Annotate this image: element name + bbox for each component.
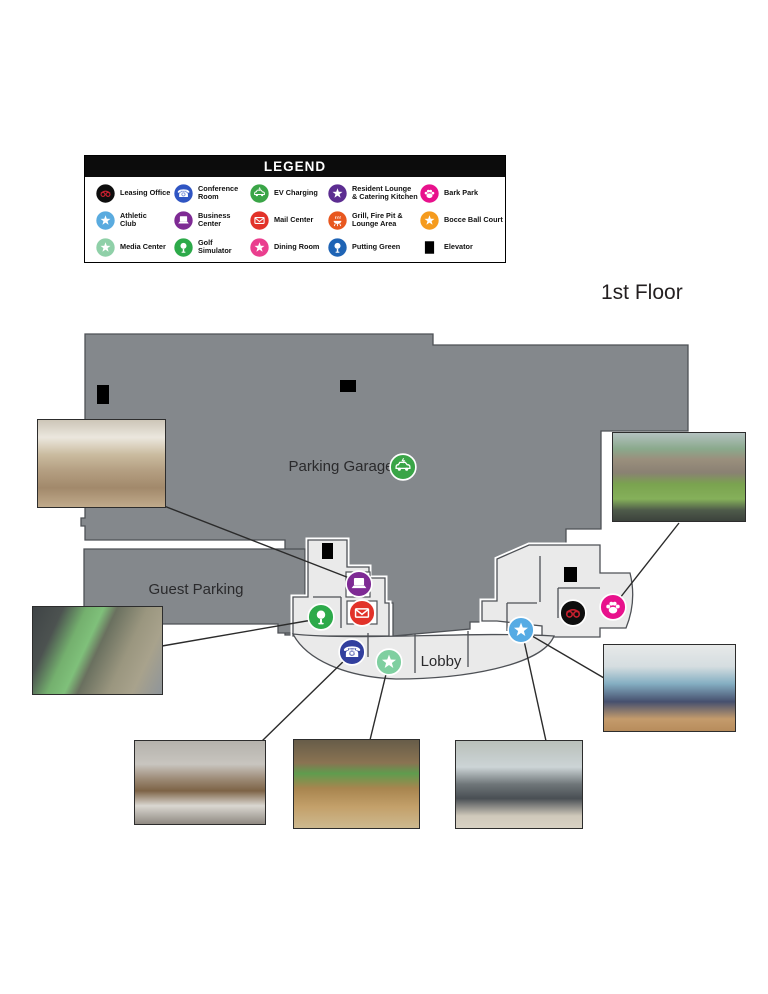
legend-item-label: Bark Park	[444, 187, 479, 197]
legend-item-label: Mail Center	[274, 214, 314, 224]
legend-item-elevator: Elevator	[419, 236, 473, 258]
legend-item-label: Putting Green	[352, 241, 401, 251]
legend-item-bark-park: Bark Park	[419, 182, 478, 204]
leasing-office-icon	[96, 183, 115, 203]
svg-text:☎: ☎	[177, 188, 190, 200]
photo-athletic-club[interactable]	[455, 740, 583, 829]
legend-item-label: EV Charging	[274, 187, 318, 197]
legend-item-mail-center: Mail Center	[249, 209, 313, 231]
photo-conference-room[interactable]	[134, 740, 266, 825]
legend-title: LEGEND	[85, 156, 505, 177]
legend-item-business-center: Business Center	[173, 209, 230, 231]
amenity-markers: ☎	[307, 453, 627, 676]
ev-charging-icon	[250, 183, 269, 203]
connector-line	[369, 665, 389, 741]
legend-item-ev-charging: EV Charging	[249, 182, 318, 204]
bocce-ball-icon	[420, 210, 439, 230]
marker-athletic-club[interactable]	[507, 616, 535, 644]
legend-item-grill-firepit: Grill, Fire Pit & Lounge Area	[327, 209, 403, 231]
connector-line	[526, 632, 605, 679]
grill-firepit-icon	[328, 210, 347, 230]
legend-item-bocce-ball: Bocce Ball Court	[419, 209, 503, 231]
legend-item-media-center: Media Center	[95, 236, 166, 258]
legend-item-leasing-office: Leasing Office	[95, 182, 170, 204]
legend-item-label: Leasing Office	[120, 187, 171, 197]
legend-item-label: Golf Simulator	[198, 237, 232, 255]
marker-ev-charging[interactable]	[389, 453, 417, 481]
marker-media-center[interactable]	[375, 648, 403, 676]
svg-text:☎: ☎	[343, 644, 361, 661]
photo-golf-simulator[interactable]	[32, 606, 163, 695]
elevator-markers	[97, 380, 577, 582]
media-center-icon	[96, 237, 115, 257]
map-label: Guest Parking	[148, 581, 243, 598]
marker-golf-simulator[interactable]	[307, 603, 335, 631]
connector-line	[163, 505, 358, 582]
business-center-icon	[174, 210, 193, 230]
legend-item-label: Elevator	[444, 241, 473, 251]
legend-item-resident-lounge: Resident Lounge & Catering Kitchen	[327, 182, 418, 204]
bark-park-icon	[420, 183, 439, 203]
map-label: Parking Garage	[288, 458, 393, 475]
legend-item-putting-green: Putting Green	[327, 236, 400, 258]
elevator-icon	[424, 240, 435, 254]
mail-center-icon	[250, 210, 269, 230]
connector-line	[261, 654, 351, 742]
elevator-marker	[97, 385, 109, 404]
marker-business-center[interactable]	[345, 570, 373, 598]
photo-media-center[interactable]	[293, 739, 420, 829]
floor-title: 1st Floor	[601, 281, 683, 304]
marker-mail-center[interactable]	[348, 599, 376, 627]
legend-item-label: Athletic Club	[120, 210, 147, 228]
legend-item-conference-room: ☎ Conference Room	[173, 182, 238, 204]
legend-item-label: Media Center	[120, 241, 166, 251]
building-shapes	[290, 537, 636, 680]
legend-item-athletic-club: Athletic Club	[95, 209, 147, 231]
dining-room-icon	[250, 237, 269, 257]
photo-business-center[interactable]	[37, 419, 166, 508]
marker-bark-park[interactable]	[599, 593, 627, 621]
legend-item-label: Dining Room	[274, 241, 320, 251]
marker-conference-room[interactable]: ☎	[338, 638, 366, 666]
golf-simulator-icon	[174, 237, 193, 257]
elevator-marker	[322, 543, 333, 559]
legend-item-label: Bocce Ball Court	[444, 214, 503, 224]
legend-item-dining-room: Dining Room	[249, 236, 319, 258]
legend-item-label: Grill, Fire Pit & Lounge Area	[352, 210, 403, 228]
legend-item-label: Conference Room	[198, 183, 239, 201]
marker-leasing-office[interactable]	[559, 599, 587, 627]
interior-walls	[313, 556, 600, 673]
connector-line	[615, 522, 680, 604]
photo-fitness-studio[interactable]	[603, 644, 736, 732]
conference-room-icon: ☎	[174, 183, 193, 203]
connector-lines	[161, 505, 680, 742]
legend-item-golf-simulator: Golf Simulator	[173, 236, 232, 258]
connector-line	[161, 618, 319, 647]
elevator-marker	[340, 380, 356, 392]
legend-item-label: Resident Lounge & Catering Kitchen	[352, 183, 418, 201]
connector-line	[522, 635, 547, 742]
photo-bark-park[interactable]	[612, 432, 746, 522]
putting-green-icon	[328, 237, 347, 257]
legend: LEGEND Leasing Office Athletic Club Medi…	[84, 155, 506, 263]
elevator-marker	[564, 567, 577, 582]
legend-item-label: Business Center	[198, 210, 231, 228]
athletic-club-icon	[96, 210, 115, 230]
resident-lounge-icon	[328, 183, 347, 203]
map-label: Lobby	[421, 653, 462, 670]
